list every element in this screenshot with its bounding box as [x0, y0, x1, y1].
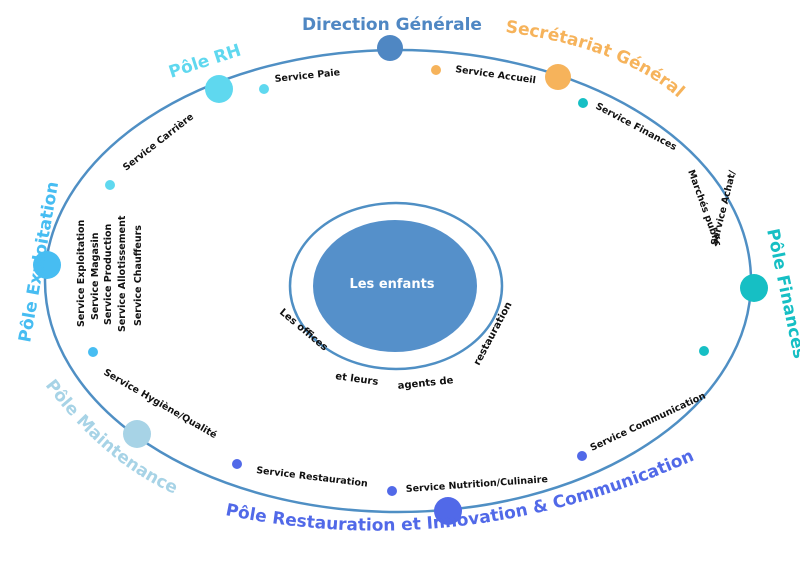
dot-paie: [259, 84, 269, 94]
svc-finances: Service Finances: [594, 101, 679, 153]
svc-exploitation: Service Exploitation: [76, 219, 87, 327]
center-restauration-label: restauration: [472, 300, 515, 367]
dot-exploitation: [88, 347, 98, 357]
node-rh: [205, 75, 233, 103]
label-finances: Pôle Finances: [762, 227, 800, 361]
svc-allotissement: Service Allotissement: [117, 215, 128, 332]
dot-finances: [578, 98, 588, 108]
label-direction: Direction Générale: [302, 15, 482, 35]
svc-accueil: Service Accueil: [455, 64, 537, 86]
node-restauration: [434, 497, 462, 525]
label-maintenance-path: Pôle Maintenance: [41, 376, 181, 498]
center-title: Les enfants: [349, 277, 434, 292]
svc-achat: Service Achat/: [709, 169, 738, 247]
node-maintenance: [123, 420, 151, 448]
svc-restauration: Service Restauration: [256, 465, 369, 490]
node-exploitation: [33, 251, 61, 279]
svc-hygiene: Service Hygiène/Qualité: [102, 367, 219, 441]
svc-paie: Service Paie: [274, 67, 340, 85]
label-maintenance: Pôle Maintenance: [41, 376, 181, 498]
dot-achat: [699, 346, 709, 356]
node-direction: [377, 35, 403, 61]
dot-communication: [577, 451, 587, 461]
svc-chauffeurs: Service Chauffeurs: [133, 225, 144, 326]
dot-carriere: [105, 180, 115, 190]
dot-nutrition: [387, 486, 397, 496]
inner-ring: [288, 201, 504, 371]
center-leurs-label: et leurs: [335, 371, 379, 388]
center-agents-label: agents de: [397, 375, 454, 392]
svc-magasin: Service Magasin: [90, 232, 101, 320]
svc-production: Service Production: [103, 224, 114, 325]
svc-nutrition: Service Nutrition/Culinaire: [405, 474, 548, 495]
node-secretariat: [545, 64, 571, 90]
center-disc: [313, 220, 477, 352]
dot-restauration: [232, 459, 242, 469]
node-finances: [740, 274, 768, 302]
svc-carriere: Service Carrière: [121, 112, 196, 174]
dot-accueil: [431, 65, 441, 75]
